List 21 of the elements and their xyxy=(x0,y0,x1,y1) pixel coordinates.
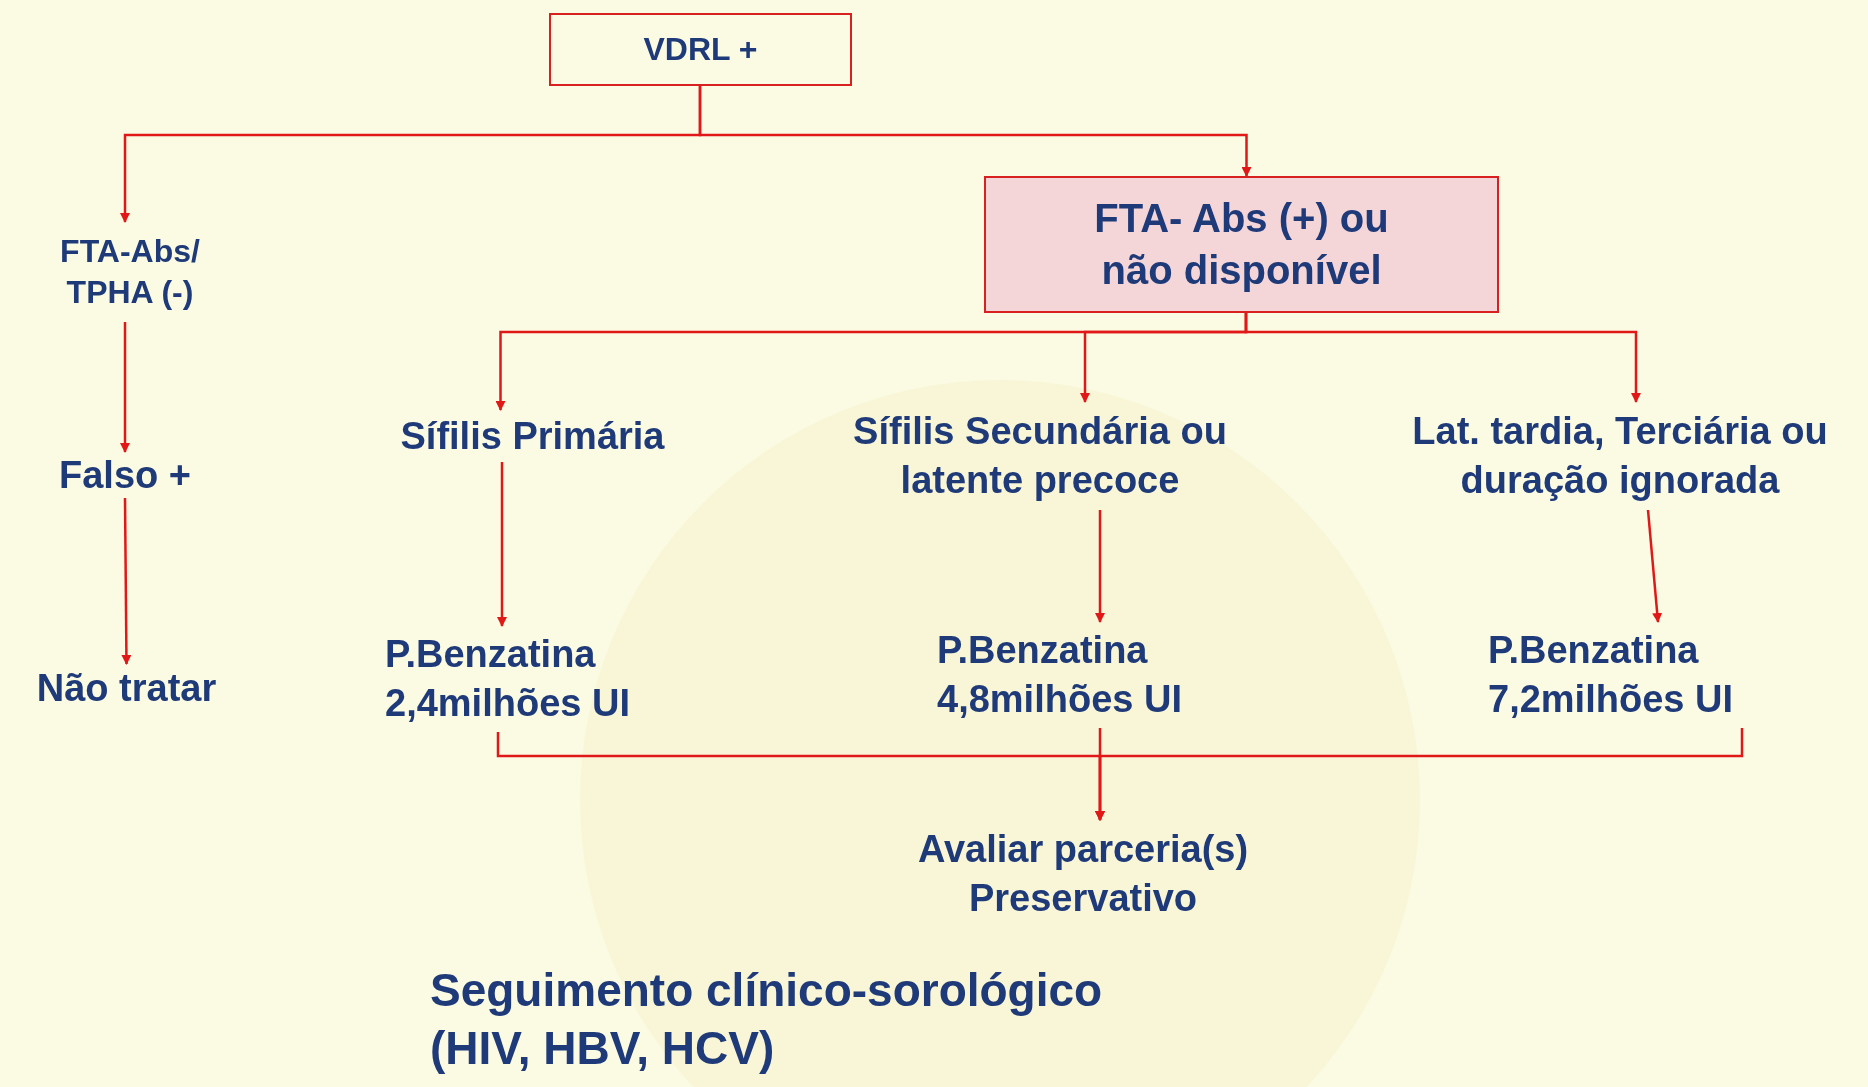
step-text: P.Benzatina 2,4milhões UI xyxy=(385,626,725,732)
step-text: Sífilis Secundária ou latente precoce xyxy=(845,402,1235,510)
step-text: FTA-Abs/ TPHA (-) xyxy=(20,222,240,322)
arrow xyxy=(1095,510,1105,623)
arrow xyxy=(1095,728,1744,821)
step-text: Lat. tardia, Terciária ou duração ignorada xyxy=(1385,402,1855,510)
step-text: P.Benzatina 7,2milhões UI xyxy=(1488,622,1828,728)
arrow xyxy=(698,86,1252,177)
arrow xyxy=(1646,509,1663,623)
arrow xyxy=(121,498,132,665)
process-box: FTA- Abs (+) ou não disponível xyxy=(984,176,1499,313)
step-text: Sífilis Primária xyxy=(355,410,710,462)
process-box: VDRL + xyxy=(549,13,852,86)
step-text: P.Benzatina 4,8milhões UI xyxy=(937,622,1277,728)
arrow xyxy=(120,322,130,453)
step-text: Não tratar xyxy=(4,664,249,712)
arrow xyxy=(1244,313,1641,403)
note-text: Seguimento clínico-sorológico (HIV, HBV, HCV) xyxy=(430,963,1104,1076)
step-text: Falso + xyxy=(30,452,220,498)
arrow xyxy=(497,462,507,627)
step-text: Avaliar parceria(s) Preservativo xyxy=(866,820,1300,928)
